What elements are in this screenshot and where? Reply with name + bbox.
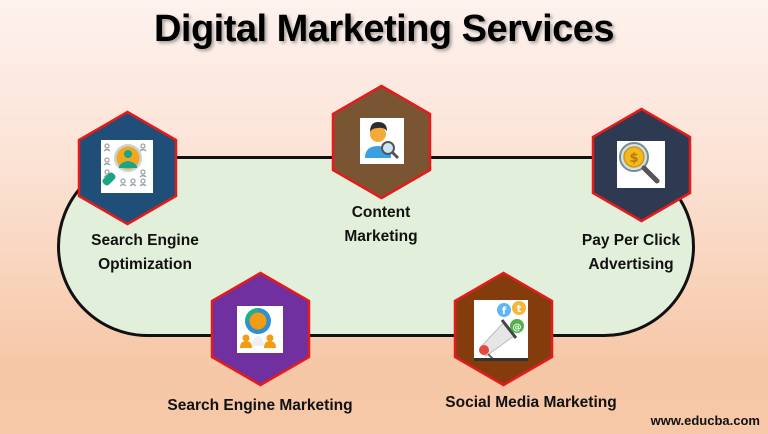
megaphone-social-icon: f t @ — [474, 300, 528, 361]
watermark: www.educba.com — [650, 413, 760, 428]
svg-text:@: @ — [513, 323, 522, 333]
label-ppc: Pay Per Click Advertising — [581, 232, 681, 273]
label-sem: Search Engine Marketing — [167, 397, 353, 414]
hexagon-seo — [77, 110, 178, 226]
page-title: Digital Marketing Services — [153, 8, 615, 50]
globe-people-icon — [237, 306, 283, 353]
svg-text:f: f — [502, 306, 507, 317]
seo-magnifier-person-icon — [101, 140, 153, 193]
svg-text:t: t — [517, 304, 522, 315]
label-seo: Search Engine Optimization — [91, 232, 199, 273]
hexagon-content-marketing — [331, 84, 432, 200]
hexagon-ppc: $ — [591, 107, 692, 223]
hexagon-smm: f t @ — [453, 271, 554, 387]
label-smm: Social Media Marketing — [445, 394, 617, 411]
svg-text:$: $ — [629, 151, 638, 166]
person-search-icon — [360, 118, 404, 164]
hexagon-sem — [210, 271, 311, 387]
dollar-magnifier-icon: $ — [617, 141, 665, 188]
label-content-marketing: Content Marketing — [344, 204, 418, 245]
